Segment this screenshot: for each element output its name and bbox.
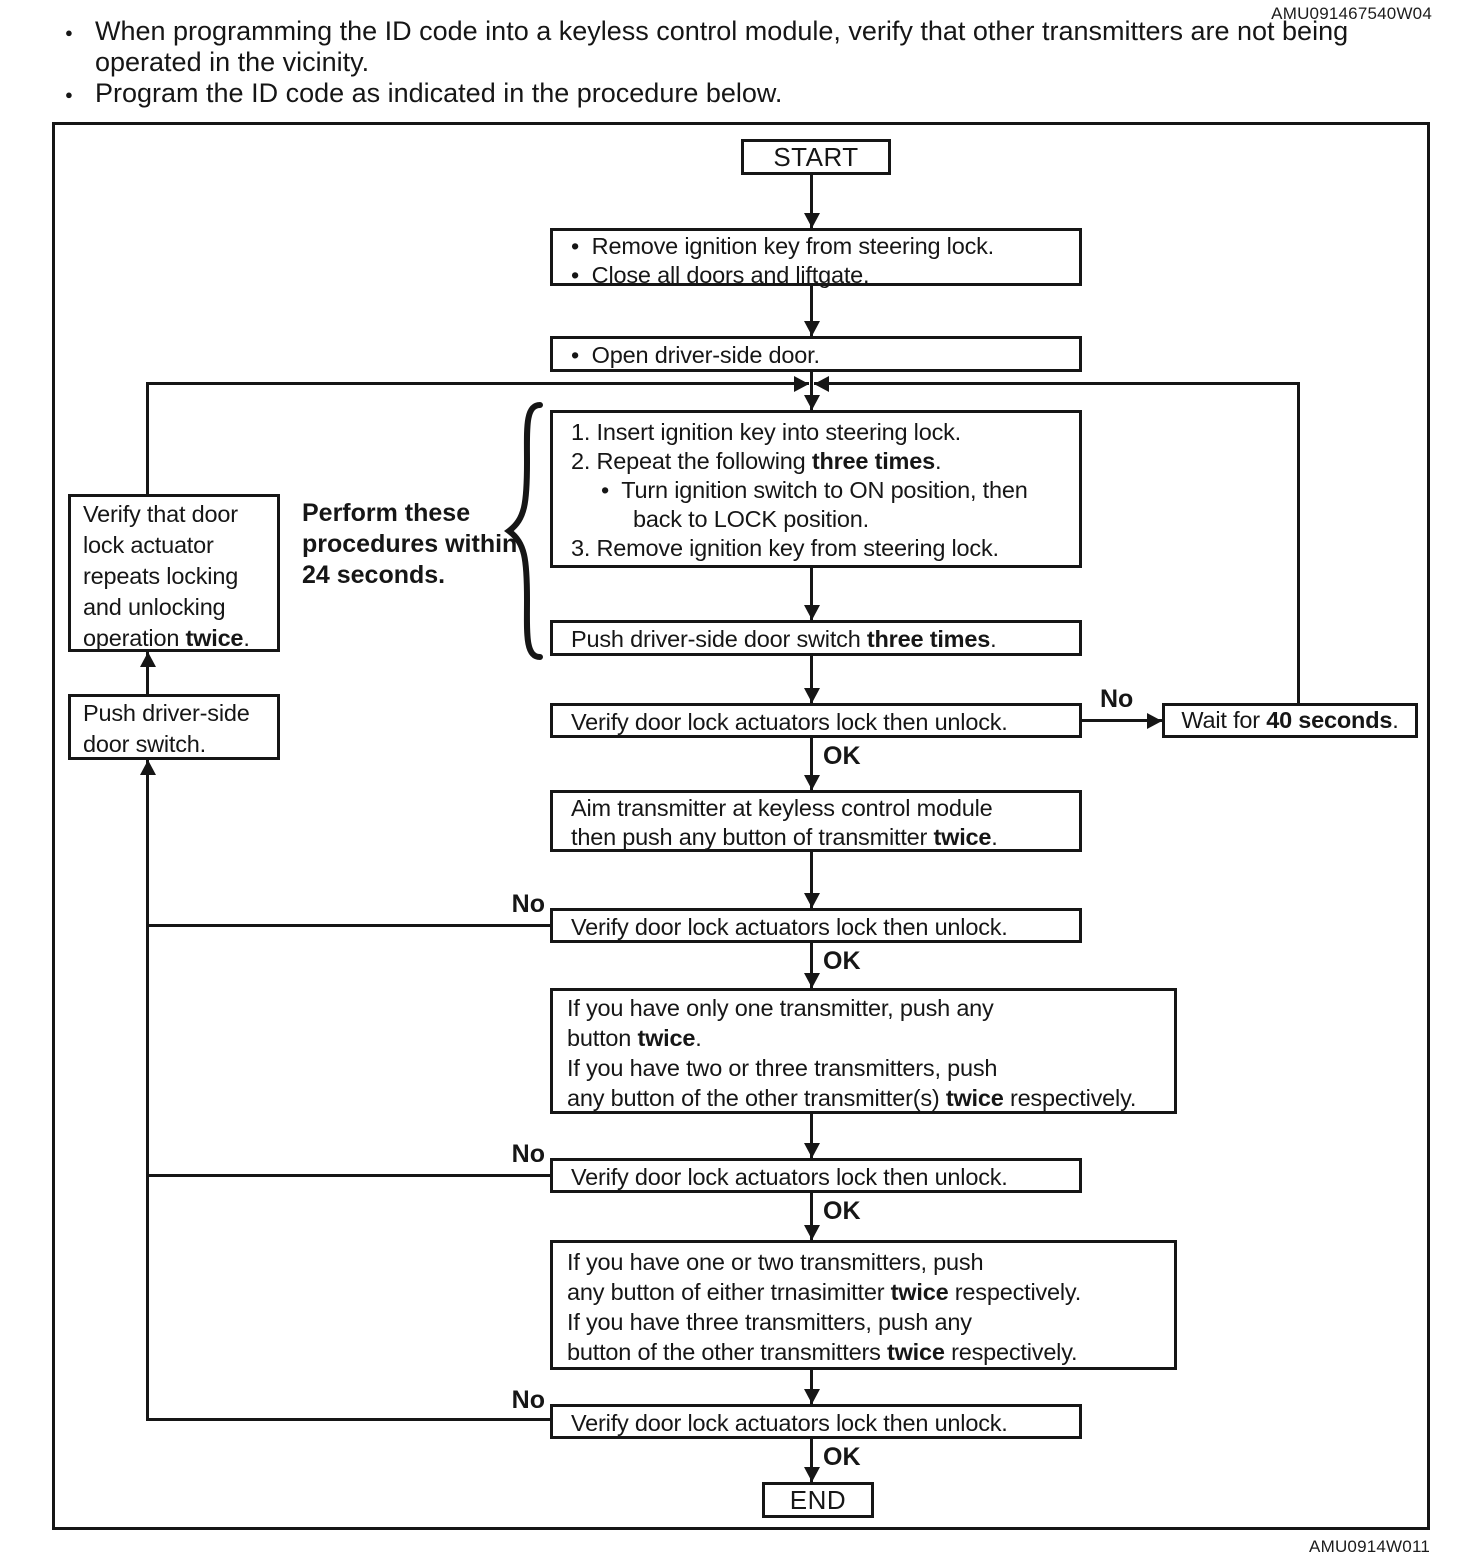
ok-label-3: OK (823, 1197, 861, 1225)
one-transmitter-node: If you have only one transmitter, push a… (550, 988, 1177, 1114)
flow-arrow-pushswitch-verifyactuator (146, 652, 149, 694)
feedback-riser-wait (1297, 382, 1300, 703)
flow-arrow-verify2-onetransmitter (810, 943, 813, 988)
verify-node-1: Verify door lock actuators lock then unl… (550, 703, 1082, 738)
retry-rail (146, 760, 149, 1421)
brace-icon (500, 400, 546, 667)
feedback-drop-left (146, 382, 149, 494)
flow-arrow-verify3-othertransmitters (810, 1193, 813, 1240)
no-line-verify4 (147, 1418, 550, 1421)
start-node: START (741, 139, 891, 175)
intro-bullet-2: Program the ID code as indicated in the … (62, 78, 1372, 110)
flow-arrow-aim-verify2 (810, 852, 813, 908)
flow-arrow-othertransmitters-verify4 (810, 1370, 813, 1404)
other-transmitters-node: If you have one or two transmitters, pus… (550, 1240, 1177, 1370)
intro-bullets: When programming the ID code into a keyl… (62, 16, 1372, 110)
verify-node-4: Verify door lock actuators lock then unl… (550, 1404, 1082, 1439)
ok-label-4: OK (823, 1443, 861, 1471)
no-line-verify1-wait (1082, 719, 1162, 722)
intro-bullet-1: When programming the ID code into a keyl… (62, 16, 1372, 78)
flow-arrow-verify4-end (810, 1439, 813, 1482)
key-sequence-node: 1. Insert ignition key into steering loc… (550, 410, 1082, 568)
flow-arrow-onetransmitter-verify3 (810, 1114, 813, 1158)
feedback-line-left (146, 382, 809, 385)
feedback-line-right (814, 382, 1299, 385)
verify-node-2: Verify door lock actuators lock then unl… (550, 908, 1082, 943)
flow-arrow-prepare-opendoor (810, 286, 813, 336)
flow-arrow-start-prepare (810, 175, 813, 228)
prepare-node: • Remove ignition key from steering lock… (550, 228, 1082, 288)
no-label-verify1: No (1100, 685, 1134, 713)
doc-code-bottom: AMU0914W011 (1309, 1537, 1430, 1556)
push-three-times-node: Push driver-side door switch three times… (550, 620, 1082, 656)
aim-transmitter-node: Aim transmitter at keyless control modul… (550, 790, 1082, 852)
no-label-verify4: No (511, 1386, 545, 1414)
wait-node: Wait for 40 seconds. (1162, 703, 1418, 738)
no-line-verify2 (147, 924, 550, 927)
flow-arrow-verify1-aim (810, 738, 813, 790)
ok-label-1: OK (823, 742, 861, 770)
flow-arrow-opendoor-keysequence (810, 372, 813, 410)
open-door-node: • Open driver-side door. (550, 336, 1082, 372)
ok-label-2: OK (823, 947, 861, 975)
end-node: END (762, 1482, 874, 1518)
verify-node-3: Verify door lock actuators lock then unl… (550, 1158, 1082, 1193)
no-label-verify2: No (511, 890, 545, 918)
flowchart-frame (52, 122, 1430, 1530)
flow-arrow-pushthree-verify1 (810, 656, 813, 703)
flow-arrow-keysequence-pushthree (810, 568, 813, 620)
no-line-verify3 (147, 1174, 550, 1177)
no-label-verify3: No (511, 1140, 545, 1168)
